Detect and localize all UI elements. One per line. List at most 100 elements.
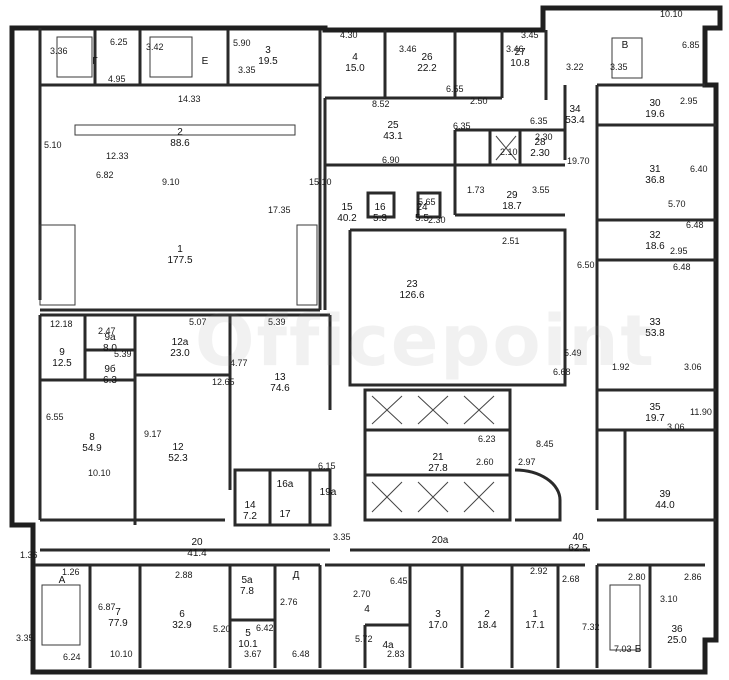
dimension-label: 2.68 [562,574,580,584]
stair-letter: А [59,575,66,586]
room-area: 27.8 [428,463,448,474]
outer-walls [9,5,723,675]
dimension-label: 2.70 [353,589,371,599]
dimension-label: 3.55 [532,185,550,195]
room-number: 24 [416,202,428,213]
dimension-label: 2.83 [387,649,405,659]
dimension-label: 2.30 [535,132,553,142]
room-area: 19.6 [645,109,665,120]
dimension-label: 3.06 [667,422,685,432]
dimension-label: 5.49 [564,348,582,358]
dimension-label: 3.35 [16,633,34,643]
dimension-label: 10.10 [88,468,111,478]
room-number: 29 [506,190,518,201]
room-area: 40.2 [337,213,357,224]
room-number: 2 [177,127,183,138]
room-area: 5.3 [373,213,387,224]
dimension-label: 6.85 [682,40,700,50]
room-number: 40 [572,532,584,543]
room-area: 25.0 [667,635,687,646]
dimension-label: 9.10 [162,177,180,187]
room-area: 53.8 [645,328,665,339]
room-area: 52.3 [168,453,188,464]
interior-walls [35,28,716,668]
dimension-label: 2.50 [470,96,488,106]
room-number: 19a [320,487,337,498]
dimension-label: 2.88 [175,570,193,580]
room-area: 177.5 [167,255,192,266]
room-number: 14 [244,500,256,511]
dimension-label: 6.48 [686,220,704,230]
room-number: 39 [659,489,671,500]
room-area: 36.8 [645,175,665,186]
dimension-label: 3.06 [684,362,702,372]
room-number: 23 [406,279,418,290]
room-area: 88.6 [170,138,190,149]
dimension-label: 6.45 [390,576,408,586]
room-number: 34 [569,104,581,115]
dimension-label: 5.10 [44,140,62,150]
room-number: 3 [435,609,441,620]
dimension-label: 6.42 [256,623,274,633]
dimension-label: 6.90 [382,155,400,165]
room-area: 32.9 [172,620,192,631]
room-area: 7.8 [240,586,254,597]
stair-letter: В [622,40,629,51]
dimension-label: 14.33 [178,94,201,104]
dimension-label: 10.10 [110,649,133,659]
room-area: 19.5 [258,56,278,67]
dimension-label: 2.51 [502,236,520,246]
stair-letter: Г [92,56,98,67]
dimension-label: 12.33 [106,151,129,161]
dimension-label: 6.24 [63,652,81,662]
dimension-label: 2.80 [628,572,646,582]
dimension-label: 11.90 [690,407,712,417]
dimension-label: 4.95 [108,74,126,84]
room-number: 4 [352,52,358,63]
dimension-label: 6.48 [292,649,310,659]
dimension-label: 5.39 [114,349,132,359]
room-area: 19.7 [645,413,665,424]
dimension-label: 3.35 [610,62,628,72]
room-number: 12 [172,442,184,453]
dimension-label: 6.35 [453,121,471,131]
room-number: 35 [649,402,661,413]
dimension-label: 6.25 [110,37,128,47]
stair-letter: Д [293,570,300,581]
dimension-label: 6.40 [690,164,708,174]
dimension-label: 5.90 [233,38,251,48]
dimension-label: 6.15 [318,461,336,471]
room-area: 8.0 [103,343,117,354]
dimension-label: 6.87 [98,602,116,612]
room-number: 4 [364,604,370,615]
dimension-label: 3.46 [506,44,524,54]
dimension-label: 6.68 [553,367,571,377]
dimension-label: 4.30 [340,30,358,40]
dimension-label: 17.35 [268,205,291,215]
dimension-label: 5.07 [189,317,207,327]
room-number: 21 [432,452,444,463]
dimension-label: 2.95 [670,246,688,256]
room-area: 23.0 [170,348,190,359]
dimension-label: 2.60 [476,457,494,467]
dimension-label: 12.18 [50,319,73,329]
dimension-label: 2.30 [428,215,446,225]
dimension-label: 6.48 [673,262,691,272]
dimension-label: 2.92 [530,566,548,576]
room-number: 25 [387,120,399,131]
room-area: 10.8 [510,58,530,69]
room-area: 126.6 [399,290,424,301]
room-area: 18.4 [477,620,497,631]
dimension-label: 1.36 [20,550,38,560]
room-area: 41.4 [187,548,207,559]
room-number: 20 [191,537,203,548]
dimension-label: 2.10 [500,147,518,157]
room-area: 17.0 [428,620,448,631]
room-number: 13 [274,372,286,383]
dimension-label: 5.70 [668,199,686,209]
dimension-label: 8.45 [536,439,554,449]
room-number: 15 [341,202,353,213]
room-number: 16a [277,479,294,490]
